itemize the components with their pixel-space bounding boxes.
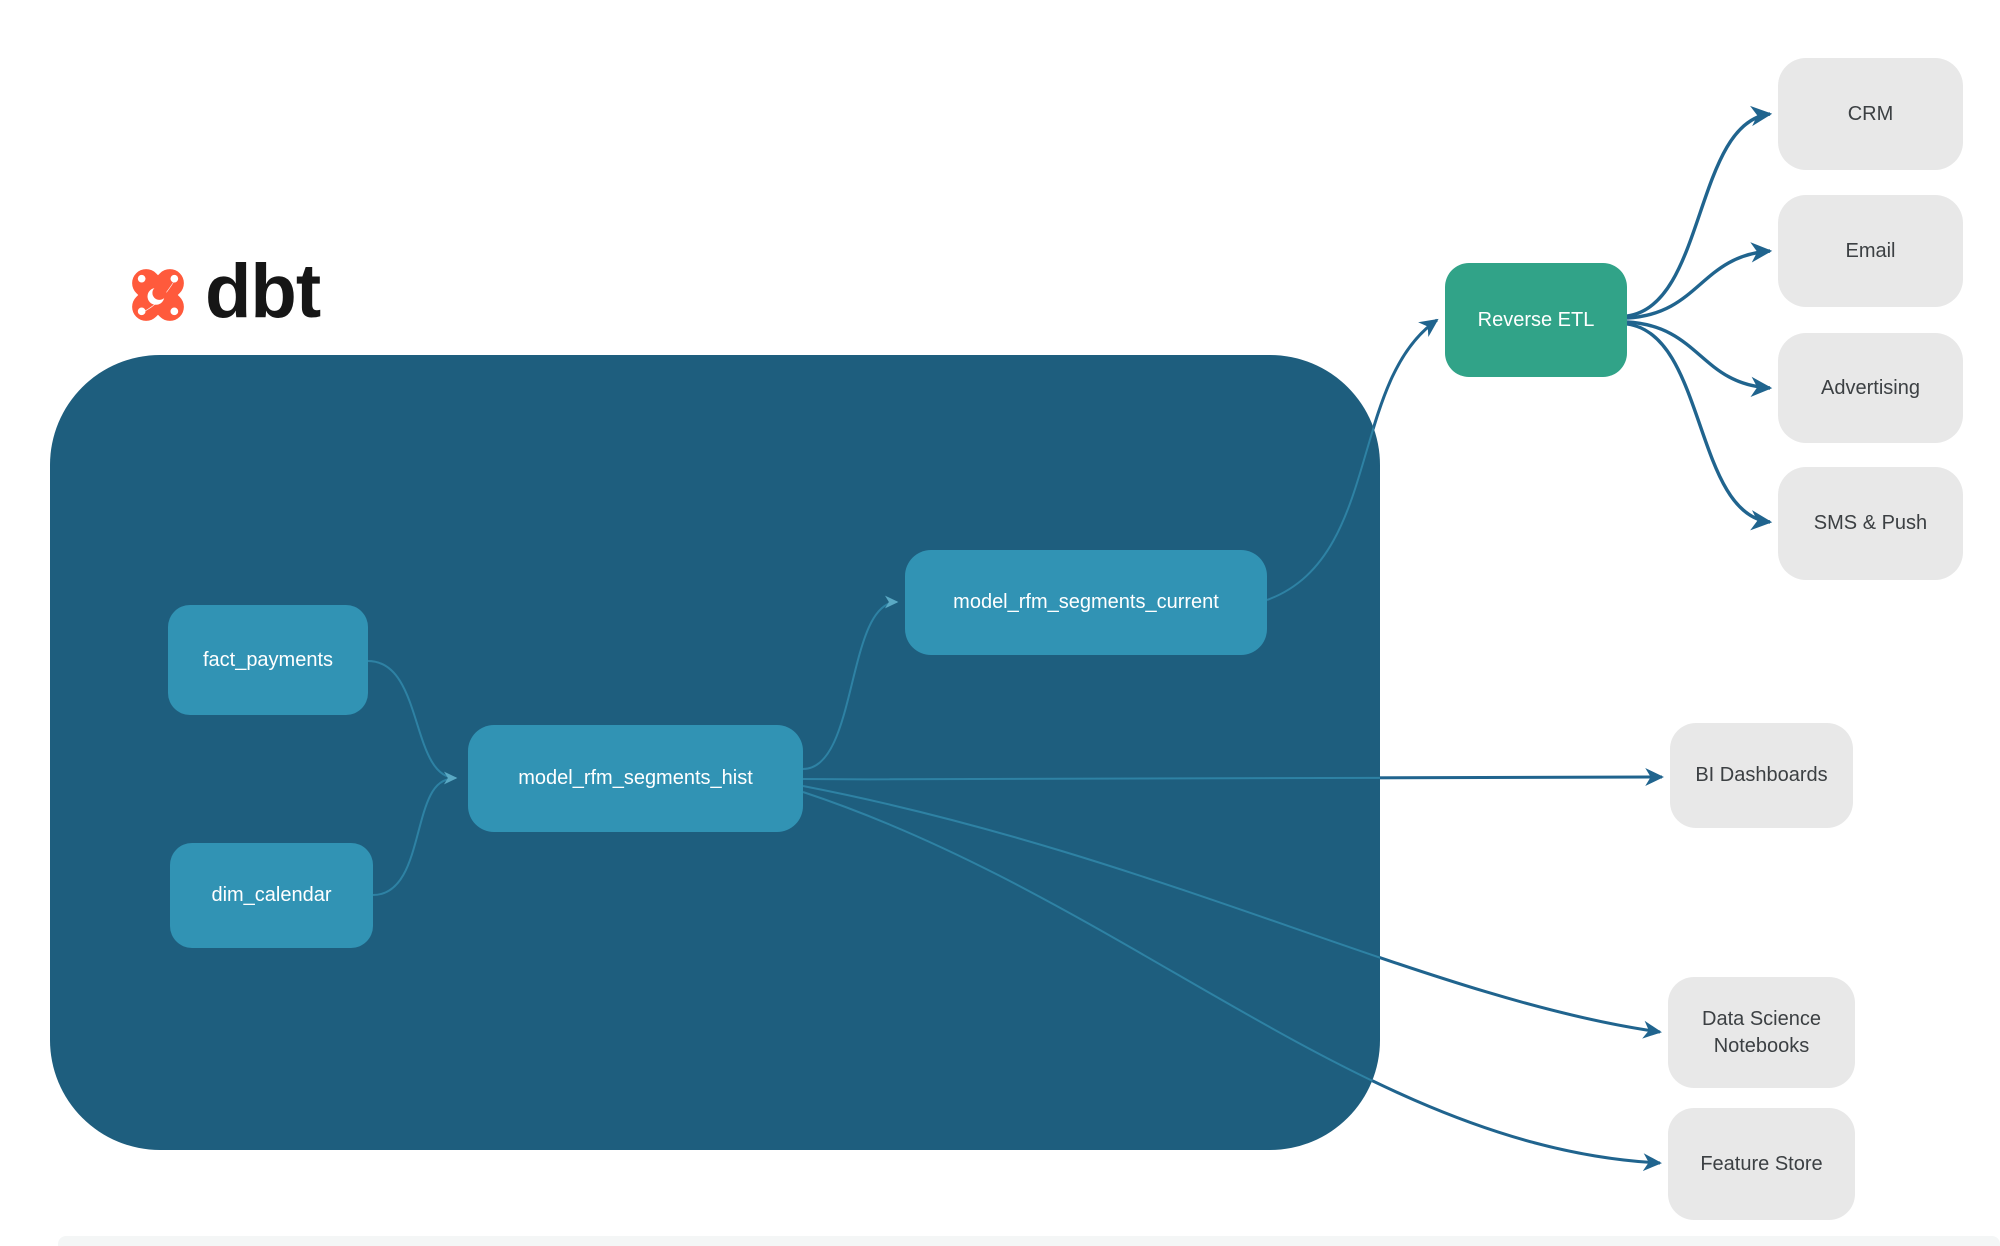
- node-data-science-notebooks[interactable]: Data Science Notebooks: [1668, 977, 1855, 1088]
- node-label: Feature Store: [1700, 1152, 1823, 1175]
- node-label: SMS & Push: [1813, 512, 1928, 534]
- node-model-rfm-segments-current[interactable]: model_rfm_segments_current: [905, 550, 1267, 655]
- node-model-rfm-segments-hist[interactable]: model_rfm_segments_hist: [468, 725, 803, 832]
- node-feature-store[interactable]: Feature Store: [1668, 1108, 1855, 1220]
- node-label: Advertising: [1821, 376, 1920, 399]
- node-label: Email: [1845, 239, 1896, 262]
- node-label: model_rfm_segments_hist: [518, 767, 753, 789]
- dbt-logo-text: dbt: [205, 249, 321, 334]
- node-label: CRM: [1847, 102, 1894, 125]
- node-label: Data Science Notebooks: [1702, 1007, 1821, 1057]
- node-email[interactable]: Email: [1778, 195, 1963, 307]
- dbt-logo: dbt: [123, 249, 321, 336]
- node-reverse-etl[interactable]: Reverse ETL: [1445, 263, 1627, 377]
- node-label: dim_calendar: [211, 884, 332, 906]
- node-sms-push[interactable]: SMS & Push: [1778, 467, 1963, 580]
- dbt-logo-icon: [132, 269, 184, 321]
- node-crm[interactable]: CRM: [1778, 58, 1963, 170]
- node-label: fact_payments: [202, 648, 334, 671]
- node-advertising[interactable]: Advertising: [1778, 333, 1963, 443]
- node-fact-payments[interactable]: fact_payments: [168, 605, 368, 715]
- node-label: BI Dashboards: [1695, 764, 1828, 786]
- bottom-strip: [58, 1236, 2000, 1246]
- node-bi-dashboards[interactable]: BI Dashboards: [1670, 723, 1853, 828]
- node-label: model_rfm_segments_current: [953, 591, 1219, 613]
- node-dim-calendar[interactable]: dim_calendar: [170, 843, 373, 948]
- node-label: Reverse ETL: [1477, 308, 1595, 331]
- edges-fanout: [1626, 105, 1773, 531]
